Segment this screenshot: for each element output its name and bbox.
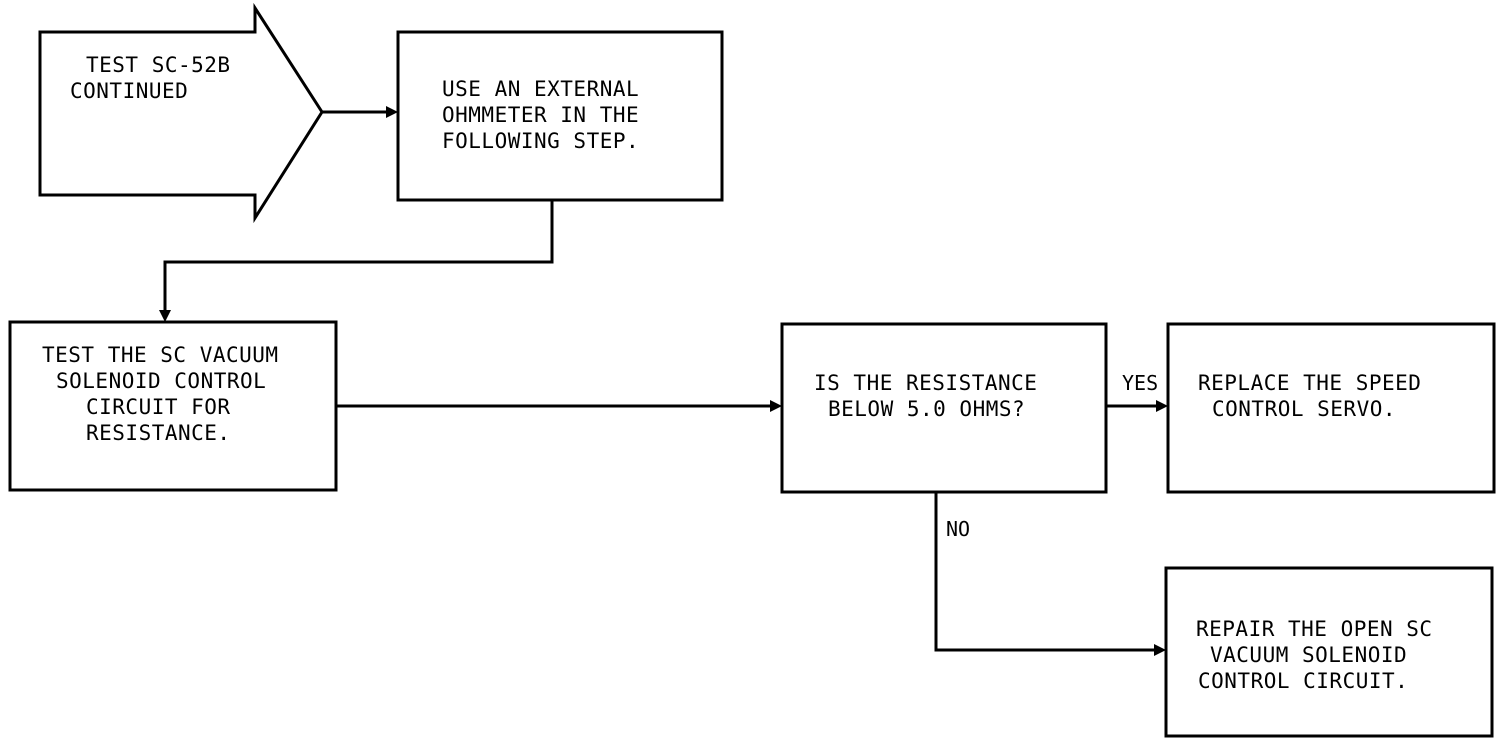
connector-start-to-ohmmeter [322, 106, 398, 118]
test-circuit-line-4: RESISTANCE. [86, 421, 231, 445]
decision-line-2: BELOW 5.0 OHMS? [828, 397, 1025, 421]
repair-circuit-line-1: REPAIR THE OPEN SC [1196, 617, 1433, 641]
connector-yes: YES [1106, 371, 1168, 412]
external-ohmmeter-line-3: FOLLOWING STEP. [442, 129, 639, 153]
start-node: TEST SC-52B CONTINUED [38, 2, 324, 224]
test-circuit-box [8, 320, 338, 492]
repair-circuit-box [1164, 566, 1494, 738]
test-circuit-node: TEST THE SC VACUUM SOLENOID CONTROL CIRC… [8, 320, 338, 492]
replace-servo-node: REPLACE THE SPEED CONTROL SERVO. [1166, 322, 1496, 494]
test-circuit-line-3: CIRCUIT FOR [86, 395, 231, 419]
yes-label: YES [1122, 371, 1158, 395]
start-arrow-shape [38, 2, 324, 224]
connector-test-to-decision [336, 400, 782, 412]
decision-node: IS THE RESISTANCE BELOW 5.0 OHMS? [780, 322, 1108, 494]
external-ohmmeter-node: USE AN EXTERNAL OHMMETER IN THE FOLLOWIN… [396, 30, 724, 202]
connector-ohmmeter-to-test [159, 200, 554, 322]
decision-box [780, 322, 1108, 494]
repair-circuit-line-3: CONTROL CIRCUIT. [1198, 669, 1408, 693]
external-ohmmeter-line-2: OHMMETER IN THE [442, 103, 639, 127]
replace-servo-line-1: REPLACE THE SPEED [1198, 371, 1421, 395]
start-node-line-1: TEST SC-52B [86, 53, 231, 77]
external-ohmmeter-line-1: USE AN EXTERNAL [442, 77, 639, 101]
repair-circuit-node: REPAIR THE OPEN SC VACUUM SOLENOID CONTR… [1164, 566, 1494, 738]
test-circuit-line-1: TEST THE SC VACUUM [42, 343, 279, 367]
repair-circuit-line-2: VACUUM SOLENOID [1210, 643, 1407, 667]
no-label: NO [946, 517, 970, 541]
test-circuit-line-2: SOLENOID CONTROL [56, 369, 266, 393]
replace-servo-box [1166, 322, 1496, 494]
decision-line-1: IS THE RESISTANCE [814, 371, 1037, 395]
replace-servo-line-2: CONTROL SERVO. [1212, 397, 1396, 421]
external-ohmmeter-box [396, 30, 724, 202]
connector-no: NO [934, 492, 1166, 656]
start-node-line-2: CONTINUED [70, 79, 188, 103]
